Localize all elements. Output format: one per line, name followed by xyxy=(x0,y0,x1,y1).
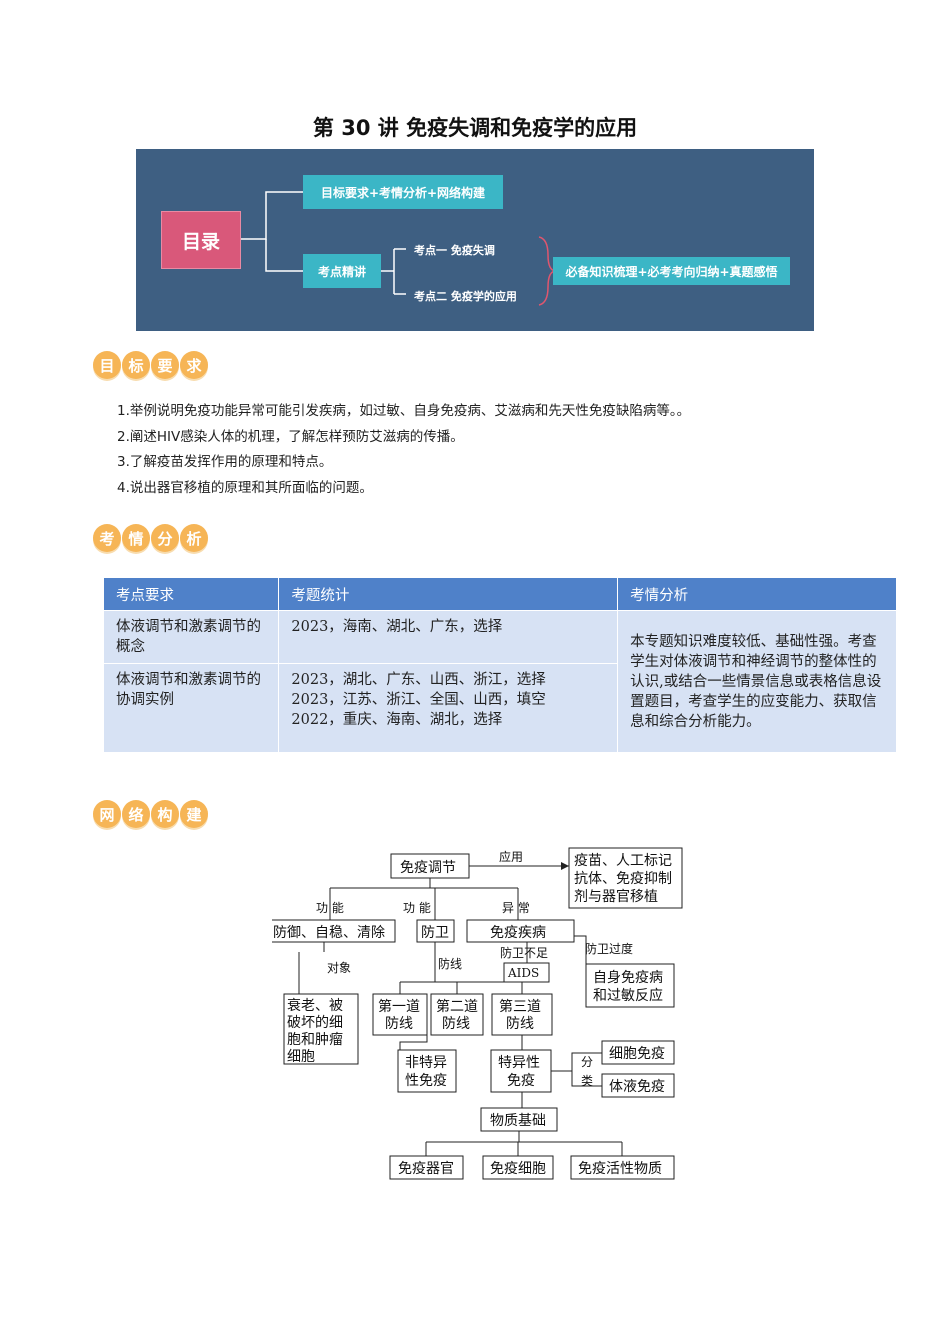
table-header-row: 考点要求 考题统计 考情分析 xyxy=(104,578,897,611)
map-apply-label: 应用 xyxy=(499,849,523,864)
map-guard: 防卫 xyxy=(421,925,449,941)
map-first-line-2: 防线 xyxy=(385,1016,413,1032)
map-line-label: 防线 xyxy=(438,956,462,971)
toc-main-box: 目录 xyxy=(161,211,241,269)
map-target-3: 胞和肿瘤 xyxy=(287,1031,343,1048)
map-apply-2: 抗体、免疫抑制 xyxy=(574,871,672,887)
section-badge-goals: 目 标 要 求 xyxy=(93,351,208,379)
toc-point-2: 考点二 免疫学的应用 xyxy=(414,290,517,303)
map-class-label-2: 类 xyxy=(581,1074,593,1088)
section-badge-analysis: 考 情 分 析 xyxy=(93,524,208,552)
map-disease: 免疫疾病 xyxy=(490,925,546,941)
map-cells: 免疫细胞 xyxy=(490,1161,546,1177)
map-target-1: 衰老、被 xyxy=(287,997,343,1014)
map-target-label: 对象 xyxy=(327,961,351,975)
table-cell-stats: 2023，海南、湖北、广东，选择 xyxy=(278,610,619,664)
table-cell-requirement: 体液调节和激素调节的概念 xyxy=(104,610,280,664)
requirement-item: 2.阐述HIV感染人体的机理，了解怎样预防艾滋病的传播。 xyxy=(117,428,464,445)
map-second-line-2: 防线 xyxy=(442,1016,470,1032)
toc-branch-points: 考点精讲 xyxy=(303,254,381,288)
toc-branch-goals: 目标要求+考情分析+网络构建 xyxy=(303,175,503,209)
map-third-line-2: 防线 xyxy=(506,1016,534,1032)
table-cell-analysis: 本专题知识难度较低、基础性强。考查学生对体液调节和神经调节的整体性的认识,或结合… xyxy=(617,610,897,752)
map-nonspecific-1: 非特异 xyxy=(405,1055,447,1071)
table-header: 考点要求 xyxy=(104,578,280,611)
map-apply-1: 疫苗、人工标记 xyxy=(574,853,672,869)
map-target-2: 破坏的细 xyxy=(287,1015,343,1031)
exam-analysis-table: 考点要求 考题统计 考情分析 体液调节和激素调节的概念 2023，海南、湖北、广… xyxy=(104,578,897,752)
map-second-line-1: 第二道 xyxy=(436,998,478,1015)
map-cell-immunity: 细胞免疫 xyxy=(609,1046,665,1062)
map-third-line-1: 第三道 xyxy=(499,998,541,1015)
toc-banner: 目录 目标要求+考情分析+网络构建 考点精讲 考点一 免疫失调 考点二 免疫学的… xyxy=(136,149,814,331)
toc-summary: 必备知识梳理+必考考向归纳+真题感悟 xyxy=(553,257,790,285)
map-organ: 免疫器官 xyxy=(398,1161,454,1177)
map-aids: AIDS xyxy=(507,966,539,980)
table-row: 体液调节和激素调节的概念 2023，海南、湖北、广东，选择 本专题知识难度较低、… xyxy=(104,610,897,752)
map-nonspecific-2: 性免疫 xyxy=(405,1073,447,1089)
map-auto-2: 和过敏反应 xyxy=(593,987,663,1004)
map-specific-2: 免疫 xyxy=(507,1073,535,1089)
toc-point-1: 考点一 免疫失调 xyxy=(414,244,495,257)
table-header: 考题统计 xyxy=(278,578,619,611)
map-apply-3: 剂与器官移植 xyxy=(574,889,658,905)
section-badge-network: 网 络 构 建 xyxy=(93,800,208,828)
map-func-label-1: 功 能 xyxy=(316,901,344,915)
requirement-item: 1.举例说明免疫功能异常可能引发疾病，如过敏、自身免疫病、艾滋病和先天性免疫缺陷… xyxy=(117,403,691,419)
requirement-list: 1.举例说明免疫功能异常可能引发疾病，如过敏、自身免疫病、艾滋病和先天性免疫缺陷… xyxy=(117,399,857,501)
map-basis: 物质基础 xyxy=(490,1112,546,1129)
map-over-label: 防卫过度 xyxy=(585,941,633,956)
table-row: 体液调节和激素调节的协调实例 2023，湖北、广东、山西、浙江，选择 2023，… xyxy=(104,663,897,752)
table-cell-requirement: 体液调节和激素调节的协调实例 xyxy=(104,663,280,752)
map-class-label-1: 分 xyxy=(581,1055,593,1069)
map-abnormal-label: 异 常 xyxy=(502,901,530,915)
requirement-item: 4.说出器官移植的原理和其所面临的问题。 xyxy=(117,479,373,496)
map-target-4: 细胞 xyxy=(287,1049,315,1065)
map-func-label-2: 功 能 xyxy=(403,901,431,915)
map-root: 免疫调节 xyxy=(400,860,456,876)
map-specific-1: 特异性 xyxy=(498,1055,540,1071)
table-cell-stats: 2023，湖北、广东、山西、浙江，选择 2023，江苏、浙江、全国、山西，填空 … xyxy=(278,663,619,752)
table-header: 考情分析 xyxy=(617,578,897,611)
map-auto-1: 自身免疫病 xyxy=(593,970,663,986)
page-title: 第 30 讲 免疫失调和免疫学的应用 xyxy=(312,116,638,140)
requirement-item: 3.了解疫苗发挥作用的原理和特点。 xyxy=(117,454,333,470)
concept-map: 免疫调节 应用 疫苗、人工标记 抗体、免疫抑制 剂与器官移植 功 能 功 能 异… xyxy=(272,847,683,1180)
map-first-line-1: 第一道 xyxy=(378,998,420,1015)
map-humoral-immunity: 体液免疫 xyxy=(609,1079,665,1095)
map-lack-label: 防卫不足 xyxy=(500,945,548,960)
map-active: 免疫活性物质 xyxy=(578,1161,662,1177)
map-defense: 防御、自稳、清除 xyxy=(273,925,385,941)
